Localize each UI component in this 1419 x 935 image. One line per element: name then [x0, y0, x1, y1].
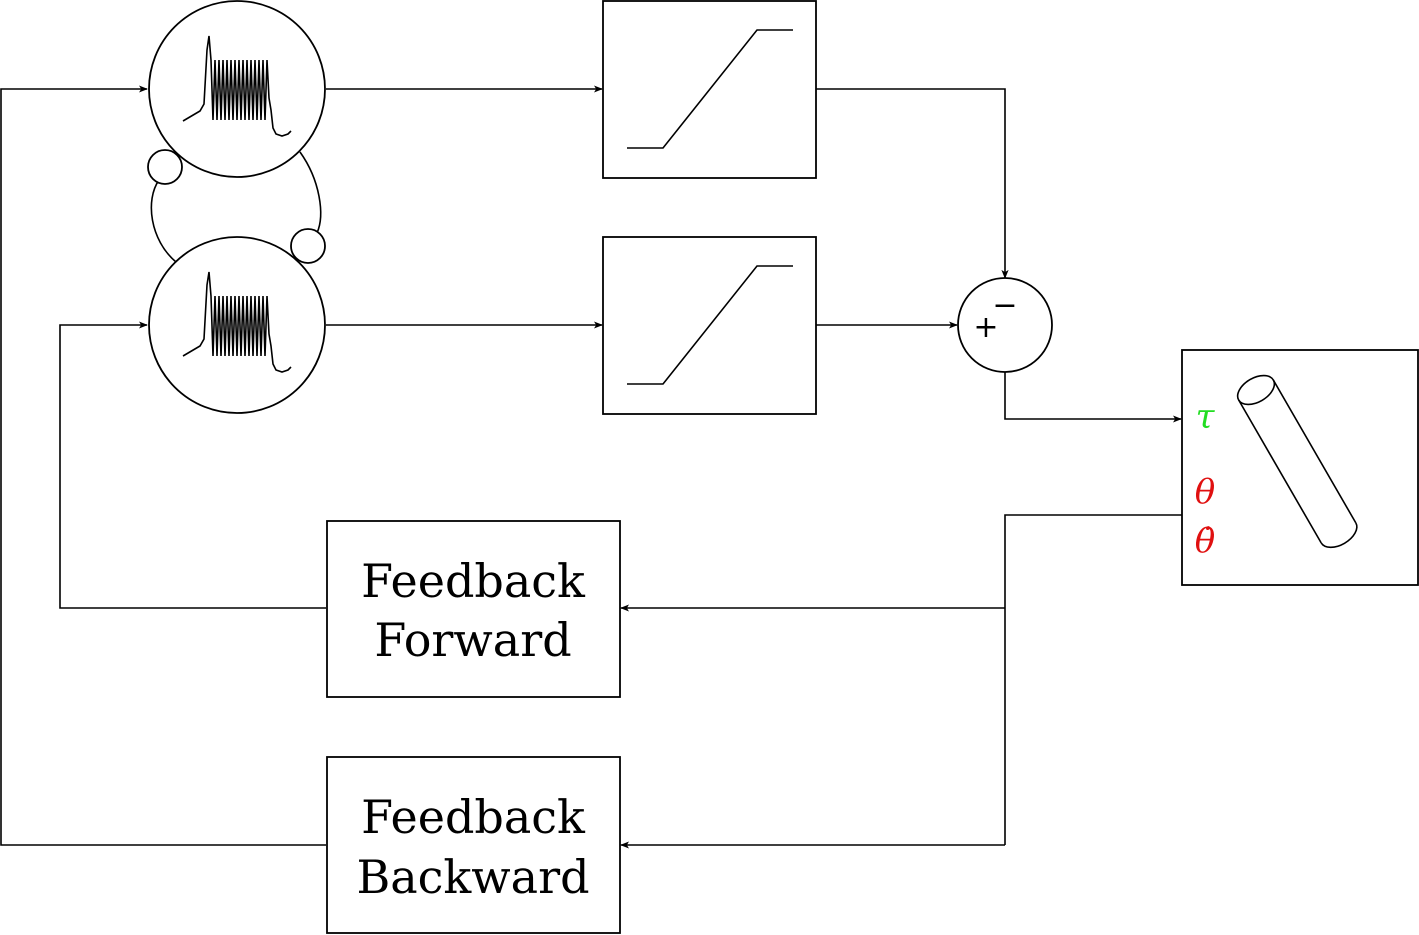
feedback-backward-label-line2: Backward — [356, 850, 589, 904]
saturation-block-top — [602, 0, 817, 179]
inhibition-arc-right — [299, 151, 322, 234]
wire-sum-to-pendulum — [1004, 372, 1182, 423]
minus-sign: − — [992, 288, 1017, 323]
summing-junction: + − — [957, 277, 1053, 373]
inhibition-arc-left — [150, 179, 177, 263]
inhibitory-synapse-right — [290, 228, 326, 264]
plus-sign: + — [973, 310, 998, 345]
wire-feedback-backward-to-neuron1 — [0, 85, 326, 846]
feedback-forward-block: Feedback Forward — [326, 520, 621, 698]
neuron-top — [148, 0, 326, 178]
pendulum-block: τ θ θ̇ — [1181, 349, 1419, 586]
inhibitory-synapse-left — [147, 149, 183, 185]
angle-output-label: θ — [1195, 472, 1215, 512]
saturation-curve-icon — [627, 265, 793, 385]
spike-train-icon — [182, 35, 292, 137]
feedback-forward-label-line1: Feedback — [361, 554, 586, 608]
wire-feedback-forward-to-neuron2 — [59, 321, 326, 609]
wire-sat1-to-sum — [816, 88, 1009, 279]
saturation-block-bottom — [602, 236, 817, 415]
torque-input-label: τ — [1196, 397, 1216, 437]
angular-velocity-output-label: θ̇ — [1195, 521, 1215, 561]
pendulum-cylinder-icon — [1236, 374, 1358, 549]
feedback-backward-label-line1: Feedback — [361, 790, 586, 844]
feedback-backward-block: Feedback Backward — [326, 756, 621, 934]
spike-train-icon — [182, 271, 292, 373]
wire-pendulum-state-trunk — [1004, 514, 1182, 845]
saturation-curve-icon — [627, 29, 793, 149]
feedback-forward-label-line2: Forward — [374, 613, 571, 667]
neuron-bottom — [148, 236, 326, 414]
